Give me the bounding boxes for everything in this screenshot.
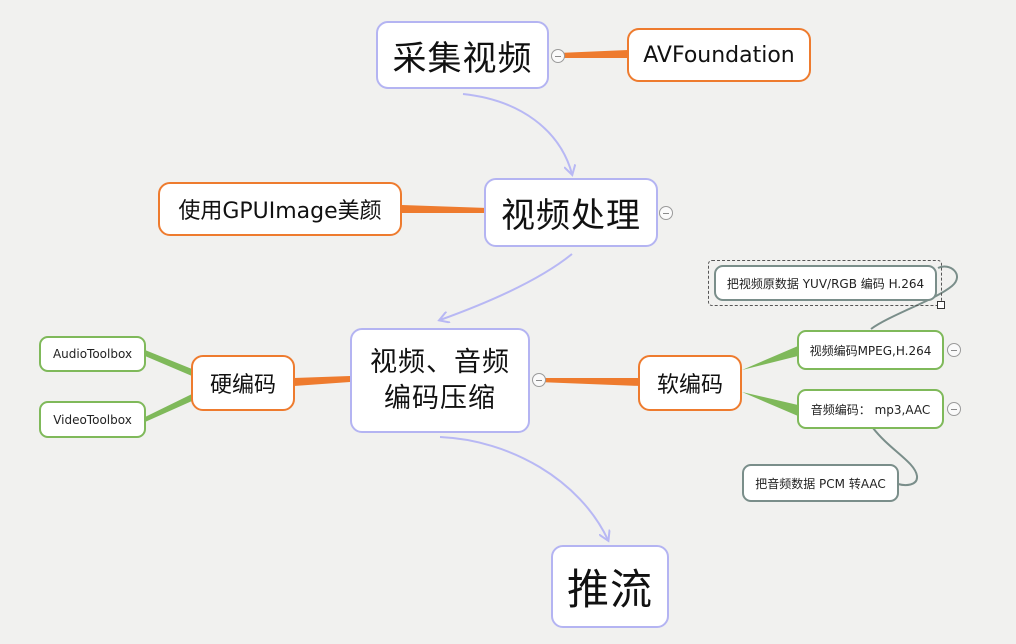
node-software[interactable]: 软编码 bbox=[638, 355, 742, 411]
node-video-encode-label: 视频编码MPEG,H.264 bbox=[809, 343, 932, 358]
node-encode-label: 视频、音频编码压缩 bbox=[370, 346, 510, 414]
note-pcm-label: 把音频数据 PCM 转AAC bbox=[755, 476, 886, 491]
branch-capture-avfoundation bbox=[558, 50, 628, 58]
branch-hardware-videotoolbox bbox=[145, 394, 192, 422]
note-selection-frame bbox=[708, 260, 942, 306]
node-audiotoolbox-label: AudioToolbox bbox=[52, 347, 133, 361]
collapse-toggle-encode[interactable] bbox=[532, 373, 546, 387]
branch-process-gpuimage bbox=[402, 205, 488, 213]
note-connector-pcm bbox=[872, 427, 919, 486]
branch-software-audio bbox=[742, 392, 798, 416]
branch-encode-software bbox=[538, 378, 640, 386]
arrow-process-to-encode bbox=[440, 253, 573, 320]
node-audio-encode[interactable]: 音频编码： mp3,AAC bbox=[797, 389, 944, 429]
collapse-toggle-video-encode[interactable] bbox=[947, 343, 961, 357]
node-encode[interactable]: 视频、音频编码压缩 bbox=[350, 328, 530, 433]
node-videotoolbox[interactable]: VideoToolbox bbox=[39, 401, 146, 438]
node-software-label: 软编码 bbox=[656, 373, 723, 398]
node-video-encode[interactable]: 视频编码MPEG,H.264 bbox=[797, 330, 944, 370]
note-connector-yuv bbox=[870, 265, 958, 330]
note-pcm[interactable]: 把音频数据 PCM 转AAC bbox=[742, 464, 899, 502]
node-hardware-label: 硬编码 bbox=[209, 373, 276, 398]
arrow-capture-to-process bbox=[462, 93, 572, 174]
node-process-label: 视频处理 bbox=[501, 196, 641, 236]
node-push-label: 推流 bbox=[566, 565, 653, 614]
note-yuv[interactable]: 把视频原数据 YUV/RGB 编码 H.264 bbox=[714, 265, 937, 301]
node-gpuimage[interactable]: 使用GPUImage美颜 bbox=[158, 182, 402, 236]
node-gpuimage-label: 使用GPUImage美颜 bbox=[178, 199, 382, 224]
collapse-toggle-capture[interactable] bbox=[551, 49, 565, 63]
node-capture-label: 采集视频 bbox=[392, 38, 533, 79]
node-capture[interactable]: 采集视频 bbox=[376, 21, 549, 89]
node-videotoolbox-label: VideoToolbox bbox=[53, 412, 132, 427]
branch-hardware-audiotoolbox bbox=[145, 350, 192, 376]
note-yuv-label: 把视频原数据 YUV/RGB 编码 H.264 bbox=[726, 276, 925, 291]
node-hardware[interactable]: 硬编码 bbox=[191, 355, 295, 411]
branch-encode-hardware bbox=[294, 376, 350, 386]
collapse-toggle-audio-encode[interactable] bbox=[947, 402, 961, 416]
branch-software-video bbox=[742, 346, 798, 370]
collapse-toggle-process[interactable] bbox=[659, 206, 673, 220]
node-audiotoolbox[interactable]: AudioToolbox bbox=[39, 336, 146, 372]
node-push[interactable]: 推流 bbox=[551, 545, 669, 628]
node-avfoundation[interactable]: AVFoundation bbox=[627, 28, 811, 82]
node-avfoundation-label: AVFoundation bbox=[643, 42, 795, 68]
resize-handle[interactable] bbox=[937, 301, 945, 309]
arrow-encode-to-push bbox=[439, 436, 608, 540]
node-audio-encode-label: 音频编码： mp3,AAC bbox=[810, 402, 931, 417]
node-process[interactable]: 视频处理 bbox=[484, 178, 658, 247]
